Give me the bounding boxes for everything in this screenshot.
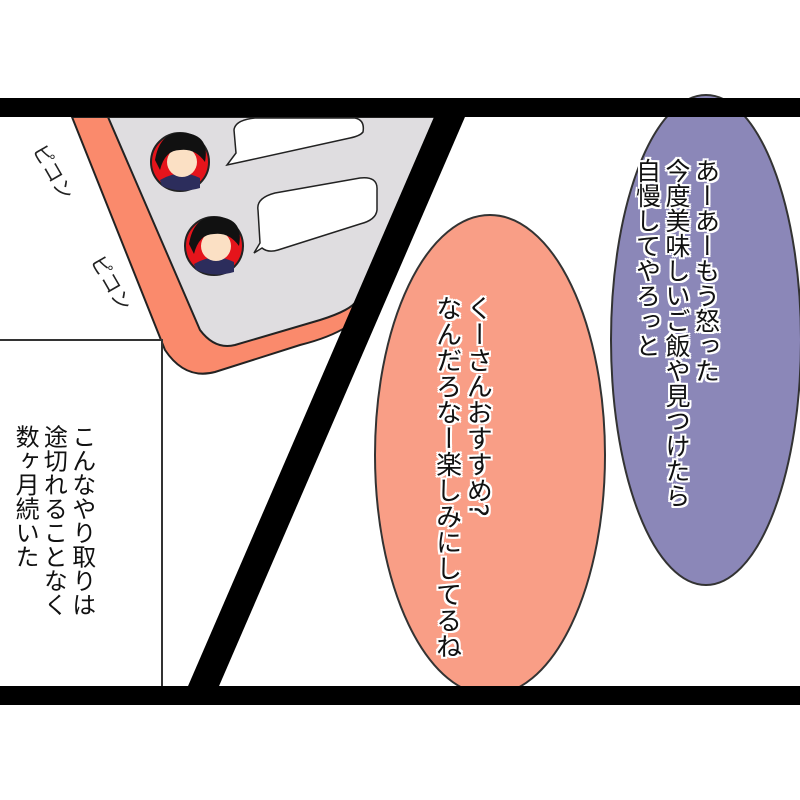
top-border xyxy=(0,98,800,117)
speech-line: なんだろなー楽しみにしてるね xyxy=(431,295,462,660)
narration-box xyxy=(0,339,163,691)
narration-line: 数ヶ月続いた xyxy=(11,424,40,569)
narration-text: こんなやり取りは 途切れることなく 数ヶ月続いた xyxy=(0,394,124,617)
speech-line: くーさんおすすめ? xyxy=(462,295,493,517)
speech-bubble-purple-shape xyxy=(610,94,800,586)
speech-line: 今度美味しいご飯や見つけたら xyxy=(662,157,691,508)
speech-line: あーあーもう怒った xyxy=(691,157,721,383)
chat-bubble xyxy=(253,177,378,254)
speech-bubble-purple: あーあーもう怒った 今度美味しいご飯や見つけたら 自慢してやろっと xyxy=(603,126,751,508)
chat-bubble xyxy=(225,117,365,167)
avatar xyxy=(184,216,244,276)
avatar xyxy=(150,132,210,192)
bottom-border xyxy=(0,686,800,705)
speech-line: 自慢してやろっと xyxy=(632,157,662,358)
speech-bubble-orange: くーさんおすすめ? なんだろなー楽しみにしてるね xyxy=(400,262,523,659)
panel-divider xyxy=(182,110,468,700)
narration-line: 途切れることなく xyxy=(39,424,68,617)
narration-line: こんなやり取りは xyxy=(67,424,96,617)
